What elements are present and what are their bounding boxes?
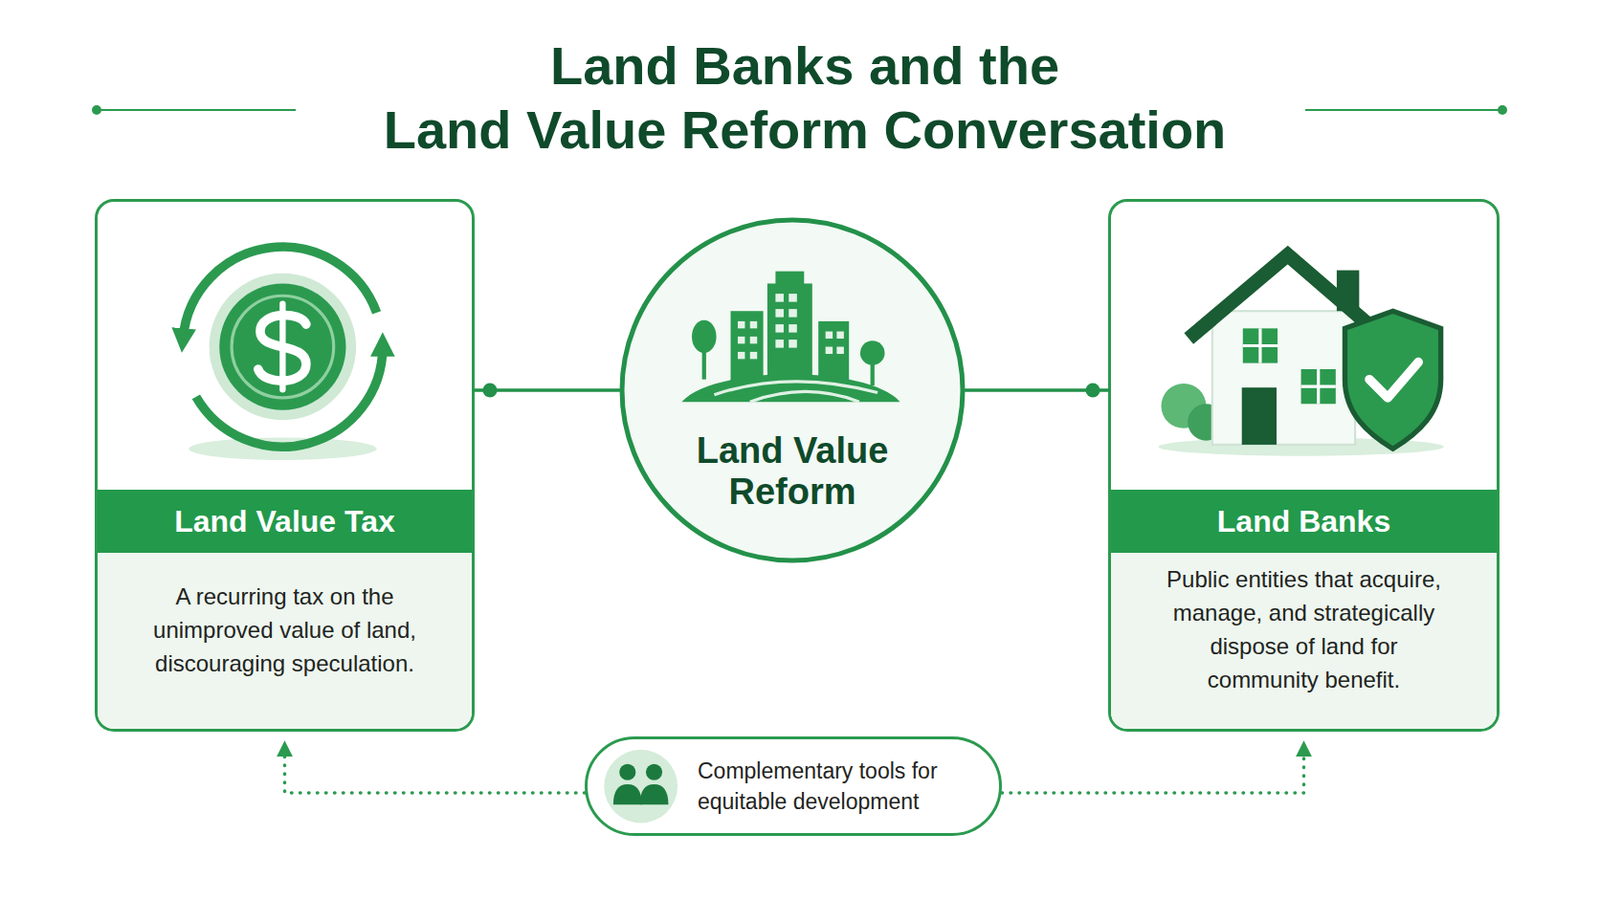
box-body: A recurring tax on the unimproved value … [141, 579, 429, 681]
note-pill: Complementary tools for equitable develo… [584, 736, 1002, 837]
concept-box: Land Value Tax A recurring tax on the uni… [94, 199, 475, 733]
pill-text-wrap: Complementary tools for equitable develo… [697, 739, 976, 834]
solid-connector [474, 388, 620, 393]
circle-outline-shape [622, 220, 963, 561]
pill-text: Complementary tools for equitable develo… [697, 755, 976, 818]
box-heading: Land Banks [1217, 503, 1391, 540]
box-heading: Land Value Tax [174, 503, 396, 540]
concept-box: Land BanksPublic entities that acquire, … [1108, 199, 1500, 733]
box-body: Public entities that acquire, manage, an… [1160, 562, 1448, 697]
dotted-connector [1001, 742, 1305, 794]
connector-dot [1086, 383, 1101, 399]
dotted-connector [285, 742, 586, 794]
circle-label-wrap: Land Value Reform [619, 430, 966, 513]
title-text: Land Banks and the Land Value Reform Con… [383, 35, 1227, 160]
box-heading-wrap: Land Value Tax [97, 489, 472, 554]
title-block: Land Banks and the Land Value Reform Con… [326, 33, 1284, 162]
title-rule-line [1305, 109, 1503, 112]
wrap-spacer [1111, 33, 1284, 98]
title-rule-dot [91, 105, 102, 115]
title-rule-line [96, 109, 296, 112]
connector-dot [483, 383, 498, 399]
box-body-wrap: A recurring tax on the unimproved value … [97, 553, 472, 730]
concept-circle: Land Value Reform [619, 217, 966, 564]
circle-label: Land Value Reform [667, 430, 917, 513]
title-rule-dot [1497, 105, 1508, 115]
box-heading-wrap: Land Banks [1111, 489, 1497, 554]
box-body-wrap: Public entities that acquire, manage, an… [1111, 553, 1497, 730]
solid-connector [965, 388, 1109, 393]
wrap-spacer [326, 33, 499, 98]
title-rule [91, 105, 1508, 115]
